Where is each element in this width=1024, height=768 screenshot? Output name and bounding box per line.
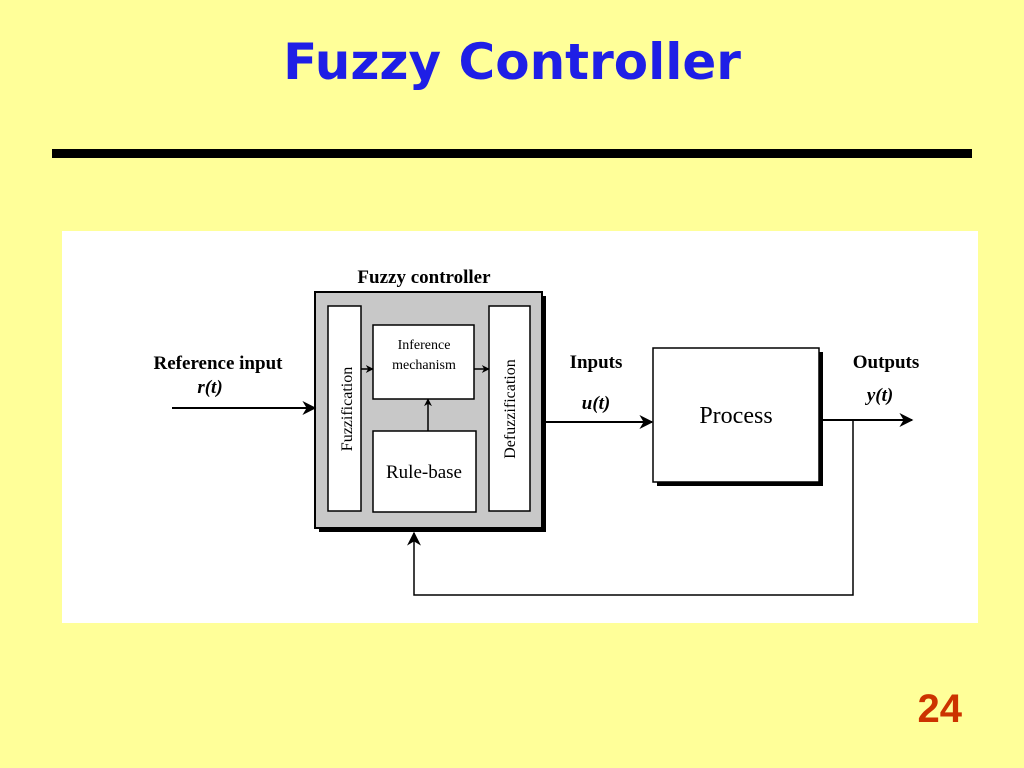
rulebase-label: Rule-base bbox=[386, 462, 462, 483]
reference-signal-label: r(t) bbox=[197, 377, 222, 398]
inference-block bbox=[372, 324, 475, 400]
inputs-label: Inputs bbox=[570, 352, 623, 373]
outputs-signal-label: y(t) bbox=[865, 385, 893, 406]
slide-title: Fuzzy Controller bbox=[283, 33, 741, 91]
process-block bbox=[652, 347, 820, 483]
controller-label: Fuzzy controller bbox=[357, 267, 491, 288]
fuzzification-label: Fuzzification bbox=[339, 367, 356, 451]
process-label: Process bbox=[699, 403, 772, 429]
inference-label-line1: Inference bbox=[398, 338, 451, 353]
page-number: 24 bbox=[917, 687, 963, 731]
inputs-signal-label: u(t) bbox=[582, 393, 611, 414]
fuzzy-controller-diagram: Fuzzy controller Fuzzification Inference… bbox=[154, 267, 920, 596]
fuzzification-block bbox=[327, 305, 362, 512]
title-divider bbox=[52, 149, 972, 158]
inference-label-line2: mechanism bbox=[392, 358, 456, 373]
feedback-arrow bbox=[407, 420, 854, 596]
reference-input-label: Reference input bbox=[154, 353, 284, 374]
diagram-panel: Fuzzy controller Fuzzification Inference… bbox=[62, 231, 978, 623]
rulebase-block bbox=[372, 430, 477, 513]
defuzzification-block bbox=[488, 305, 531, 512]
outputs-label: Outputs bbox=[853, 352, 920, 373]
defuzzification-label: Defuzzification bbox=[502, 359, 519, 459]
